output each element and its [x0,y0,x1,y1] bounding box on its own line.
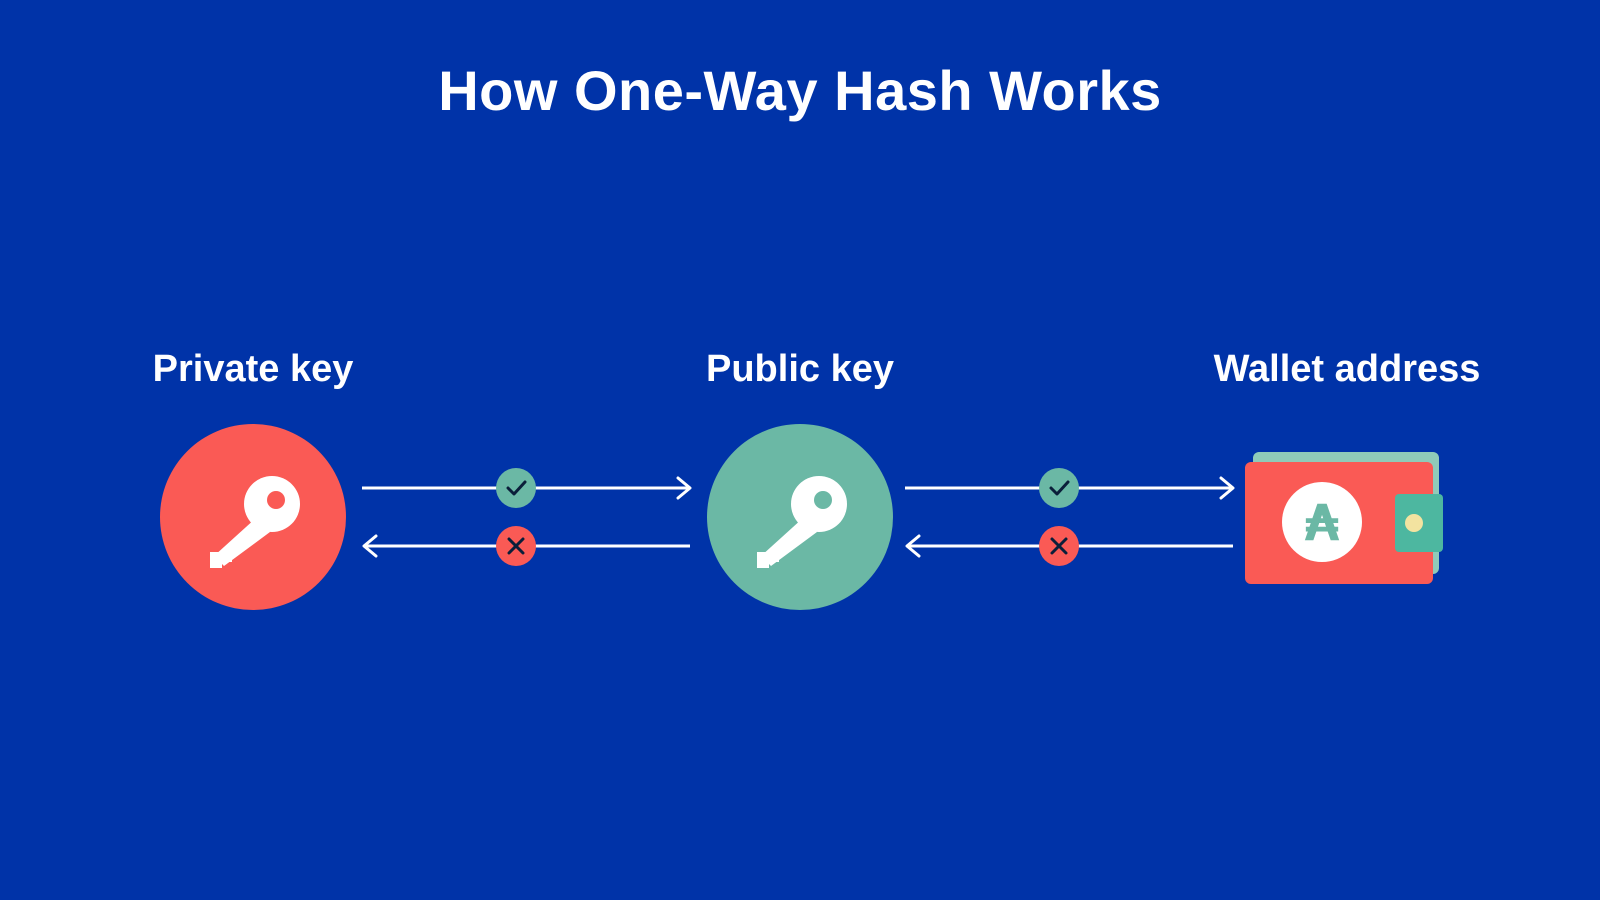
wallet-node: ₳ [1245,450,1445,590]
private-key-icon [160,424,346,610]
check-icon [496,468,536,508]
public-key-icon [707,424,893,610]
private-key-label: Private key [152,348,354,390]
page-title: How One-Way Hash Works [438,59,1162,122]
wallet-icon: ₳ [1245,452,1443,584]
cross-icon [1039,526,1079,566]
public-key-label: Public key [706,348,894,390]
wallet-address-label: Wallet address [1213,348,1481,390]
private-key-node [160,424,346,610]
ada-symbol: ₳ [1305,494,1340,552]
public-key-node [707,424,893,610]
cross-icon [496,526,536,566]
check-icon [1039,468,1079,508]
